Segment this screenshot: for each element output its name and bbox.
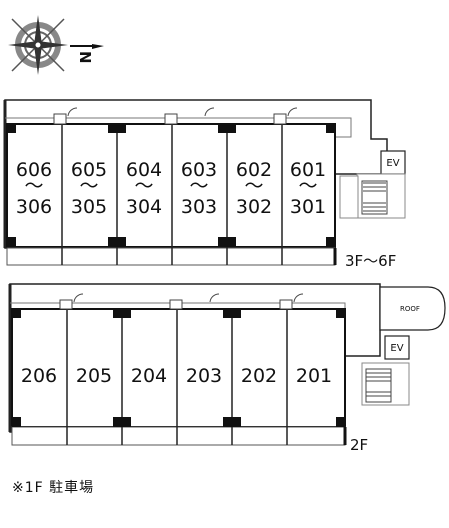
- second-ev-label: EV: [390, 343, 403, 354]
- footnote-parking: ※1F 駐車場: [12, 480, 95, 496]
- unit-306-label: 306: [16, 196, 52, 218]
- unit-606-separator: 〜: [24, 175, 43, 197]
- unit-303-label: 303: [181, 196, 217, 218]
- roof-label: ROOF: [400, 305, 420, 313]
- unit-606-label: 606: [16, 159, 52, 181]
- unit-602-label: 602: [236, 159, 272, 181]
- door-frame: [279, 299, 293, 310]
- compass: [8, 15, 68, 75]
- door-swing: [287, 107, 298, 117]
- unit-604-label: 604: [126, 159, 162, 181]
- upper-unit-labels: 606 〜 306 605 〜 305 604 〜 304 603 〜 303 …: [16, 159, 326, 218]
- door-frame: [53, 113, 67, 125]
- unit-305-label: 305: [71, 196, 107, 218]
- door-swing: [73, 293, 84, 303]
- door-swing: [293, 293, 304, 303]
- second-floor-label: 2F: [350, 436, 368, 454]
- unit-601-separator: 〜: [298, 175, 317, 197]
- unit-202-label: 202: [241, 365, 277, 387]
- unit-201-label: 201: [296, 365, 332, 387]
- north-arrow-icon: [92, 44, 104, 49]
- unit-206-label: 206: [21, 365, 57, 387]
- unit-301-label: 301: [290, 196, 326, 218]
- upper-pillars: [7, 124, 335, 247]
- unit-605-label: 605: [71, 159, 107, 181]
- unit-203-label: 203: [186, 365, 222, 387]
- unit-205-label: 205: [76, 365, 112, 387]
- second-doors: [59, 293, 304, 310]
- door-frame: [273, 113, 287, 125]
- unit-601-label: 601: [290, 159, 326, 181]
- unit-603-label: 603: [181, 159, 217, 181]
- door-swing: [204, 107, 215, 117]
- door-swing: [209, 293, 220, 303]
- unit-304-label: 304: [126, 196, 162, 218]
- upper-doors: [53, 107, 298, 125]
- unit-603-separator: 〜: [189, 175, 208, 197]
- upper-floor-label: 3F〜6F: [345, 252, 396, 270]
- unit-604-separator: 〜: [134, 175, 153, 197]
- unit-204-label: 204: [131, 365, 167, 387]
- unit-602-separator: 〜: [244, 175, 263, 197]
- upper-ev-label: EV: [386, 158, 399, 169]
- door-frame: [169, 299, 183, 310]
- second-pillars: [12, 309, 345, 427]
- door-frame: [164, 113, 178, 125]
- unit-605-separator: 〜: [79, 175, 98, 197]
- compass-north-letter: N: [76, 51, 94, 64]
- door-frame: [59, 299, 73, 310]
- second-unit-labels: 206 205 204 203 202 201: [21, 365, 332, 387]
- door-swing: [67, 107, 78, 117]
- unit-302-label: 302: [236, 196, 272, 218]
